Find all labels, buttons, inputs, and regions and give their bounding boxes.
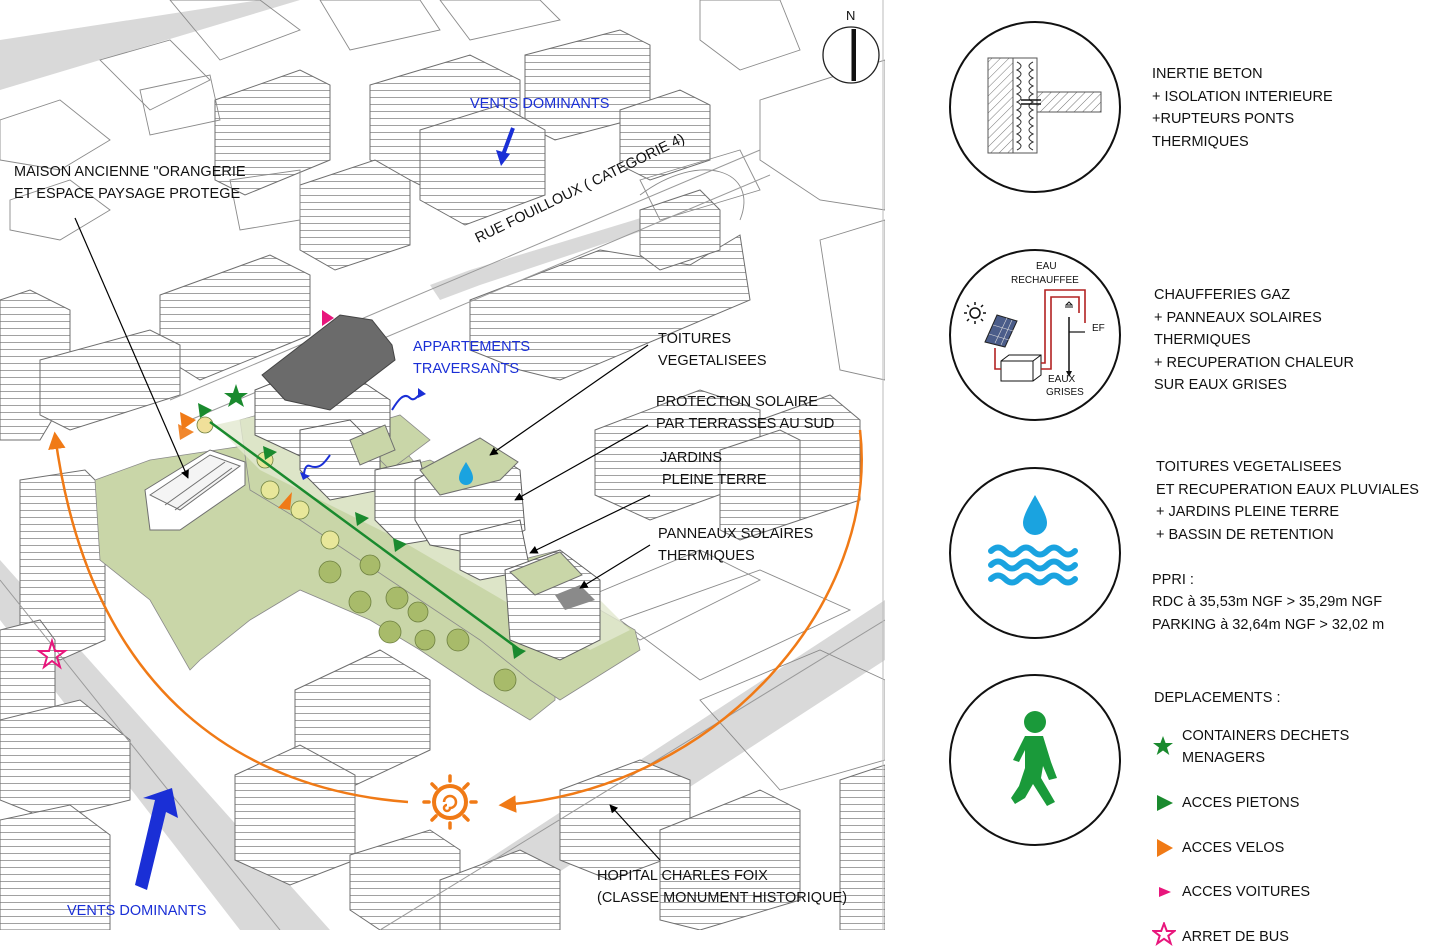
ppri-line1: RDC à 35,53m NGF > 35,29m NGF	[1152, 594, 1383, 610]
inertie-text: INERTIE BETON + ISOLATION INTERIEURE +RU…	[1152, 63, 1333, 153]
maison-orangerie	[144, 449, 246, 531]
solar-panels-roof	[555, 585, 595, 610]
jardins-label-line1: JARDINS	[660, 450, 723, 466]
walking-person-icon	[949, 674, 1121, 846]
chaufferies-line5: SUR EAUX GRISES	[1154, 377, 1287, 393]
solar-heating-icon: EAU RECHAUFFEE EF EAUX GRISES	[949, 249, 1121, 421]
toitures-label: TOITURES VEGETALISEES	[658, 328, 767, 372]
hopital-label-line1: HOPITAL CHARLES FOIX	[597, 868, 768, 884]
bus-text: ARRET DE BUS	[1182, 929, 1289, 945]
chaufferies-line1: CHAUFFERIES GAZ	[1154, 287, 1291, 303]
traversant-arrow-head-1	[418, 388, 426, 398]
pedestrian-arrows	[198, 403, 526, 659]
toitures-label-line1: TOITURES	[658, 331, 732, 347]
traversant-arrow-head-2	[300, 472, 310, 480]
toitures-label-line2: VEGETALISEES	[658, 353, 767, 369]
maison-label-line1: MAISON ANCIENNE "ORANGERIE	[14, 164, 246, 180]
pietons-arrow-icon	[1157, 795, 1173, 811]
chaufferies-line4: + RECUPERATION CHALEUR	[1154, 354, 1354, 371]
block-outlines	[0, 0, 885, 791]
hopital-label-line2: (CLASSE MONUMENT HISTORIQUE)	[597, 890, 848, 906]
jardins-label: JARDINS PLEINE TERRE	[660, 447, 767, 491]
toitures-legend-line4: + BASSIN DE RETENTION	[1156, 526, 1334, 543]
water-drop-map	[459, 462, 473, 485]
inertie-line4: THERMIQUES	[1152, 133, 1249, 150]
compass-north-label: N	[846, 8, 855, 23]
car-arrow	[322, 310, 334, 326]
site-plan-map: N RUE FOUILLOUX ( CATEGORIE 4)	[0, 0, 885, 930]
sun-path	[48, 429, 863, 813]
velos-arrow-icon	[1157, 839, 1173, 857]
diagram-rechauffee-label: RECHAUFFEE	[1011, 275, 1079, 286]
velos-text: ACCES VELOS	[1182, 840, 1285, 856]
wall-section-icon	[949, 21, 1121, 193]
diagram-eaux-label: EAUX	[1048, 374, 1076, 385]
leader-lines	[74, 217, 661, 861]
inertie-line1: INERTIE BETON	[1152, 66, 1263, 82]
bus-stop-star-map	[36, 637, 68, 670]
ppri-line2: PARKING à 32,64m NGF > 32,02 m	[1152, 616, 1385, 633]
inertie-line3: +RUPTEURS PONTS	[1152, 111, 1295, 127]
container-star-map	[224, 384, 248, 407]
chaufferies-line3: THERMIQUES	[1154, 332, 1251, 348]
bus-star-icon	[1152, 922, 1176, 946]
toitures-legend-text: TOITURES VEGETALISEES ET RECUPERATION EA…	[1156, 456, 1419, 546]
containers-line2: MENAGERS	[1182, 750, 1265, 766]
jardins-label-line2: PLEINE TERRE	[662, 472, 767, 488]
panneaux-label-line2: THERMIQUES	[658, 548, 755, 564]
appartements-label-line2: TRAVERSANTS	[413, 361, 520, 377]
compass-icon	[822, 26, 880, 84]
maison-label-line2: ET ESPACE PAYSAGE PROTEGE	[14, 186, 241, 202]
ppri-text: RDC à 35,53m NGF > 35,29m NGF PARKING à …	[1152, 591, 1384, 636]
winds-top-label: VENTS DOMINANTS	[470, 96, 610, 112]
protection-label: PROTECTION SOLAIRE PAR TERRASSES AU SUD	[656, 391, 834, 435]
appartements-label-line1: APPARTEMENTS	[413, 339, 531, 355]
voitures-arrow-icon	[1159, 887, 1171, 897]
pietons-text: ACCES PIETONS	[1182, 795, 1300, 811]
wind-arrow-top	[496, 127, 515, 166]
containers-line1: CONTAINERS DECHETS	[1182, 728, 1350, 744]
maison-label: MAISON ANCIENNE "ORANGERIE ET ESPACE PAY…	[14, 161, 246, 205]
toitures-legend-line1: TOITURES VEGETALISEES	[1156, 459, 1342, 475]
appartements-label: APPARTEMENTS TRAVERSANTS	[413, 336, 530, 380]
ppri-title: PPRI :	[1152, 572, 1194, 588]
diagram-ef-label: EF	[1092, 323, 1105, 334]
pedestrian-path	[209, 420, 521, 652]
toitures-legend-line2: ET RECUPERATION EAUX PLUVIALES	[1156, 481, 1419, 498]
protection-label-line1: PROTECTION SOLAIRE	[656, 394, 818, 410]
chaufferies-text: CHAUFFERIES GAZ + PANNEAUX SOLAIRES THER…	[1154, 284, 1354, 397]
inertie-line2: + ISOLATION INTERIEURE	[1152, 88, 1333, 105]
dark-roof	[261, 314, 396, 411]
diagram-eau-label: EAU	[1036, 261, 1057, 272]
containers-text: CONTAINERS DECHETS MENAGERS	[1182, 725, 1349, 769]
water-drop-icon	[949, 467, 1121, 639]
deplacements-title: DEPLACEMENTS :	[1154, 690, 1281, 706]
sun-icon	[422, 774, 478, 830]
toitures-legend-line3: + JARDINS PLEINE TERRE	[1156, 504, 1340, 520]
diagram-grises-label: GRISES	[1046, 387, 1084, 398]
bike-arrows	[178, 412, 292, 510]
chaufferies-line2: + PANNEAUX SOLAIRES	[1154, 309, 1322, 326]
voitures-text: ACCES VOITURES	[1182, 884, 1311, 900]
container-star-icon	[1153, 736, 1173, 755]
protection-label-line2: PAR TERRASSES AU SUD	[656, 416, 835, 432]
wind-arrow-bottom	[135, 788, 178, 890]
background-buildings	[0, 29, 885, 930]
panneaux-label: PANNEAUX SOLAIRES THERMIQUES	[658, 523, 813, 567]
hopital-label: HOPITAL CHARLES FOIX (CLASSE MONUMENT HI…	[597, 865, 847, 909]
winds-bottom-label: VENTS DOMINANTS	[67, 903, 207, 919]
panneaux-label-line1: PANNEAUX SOLAIRES	[658, 526, 814, 542]
